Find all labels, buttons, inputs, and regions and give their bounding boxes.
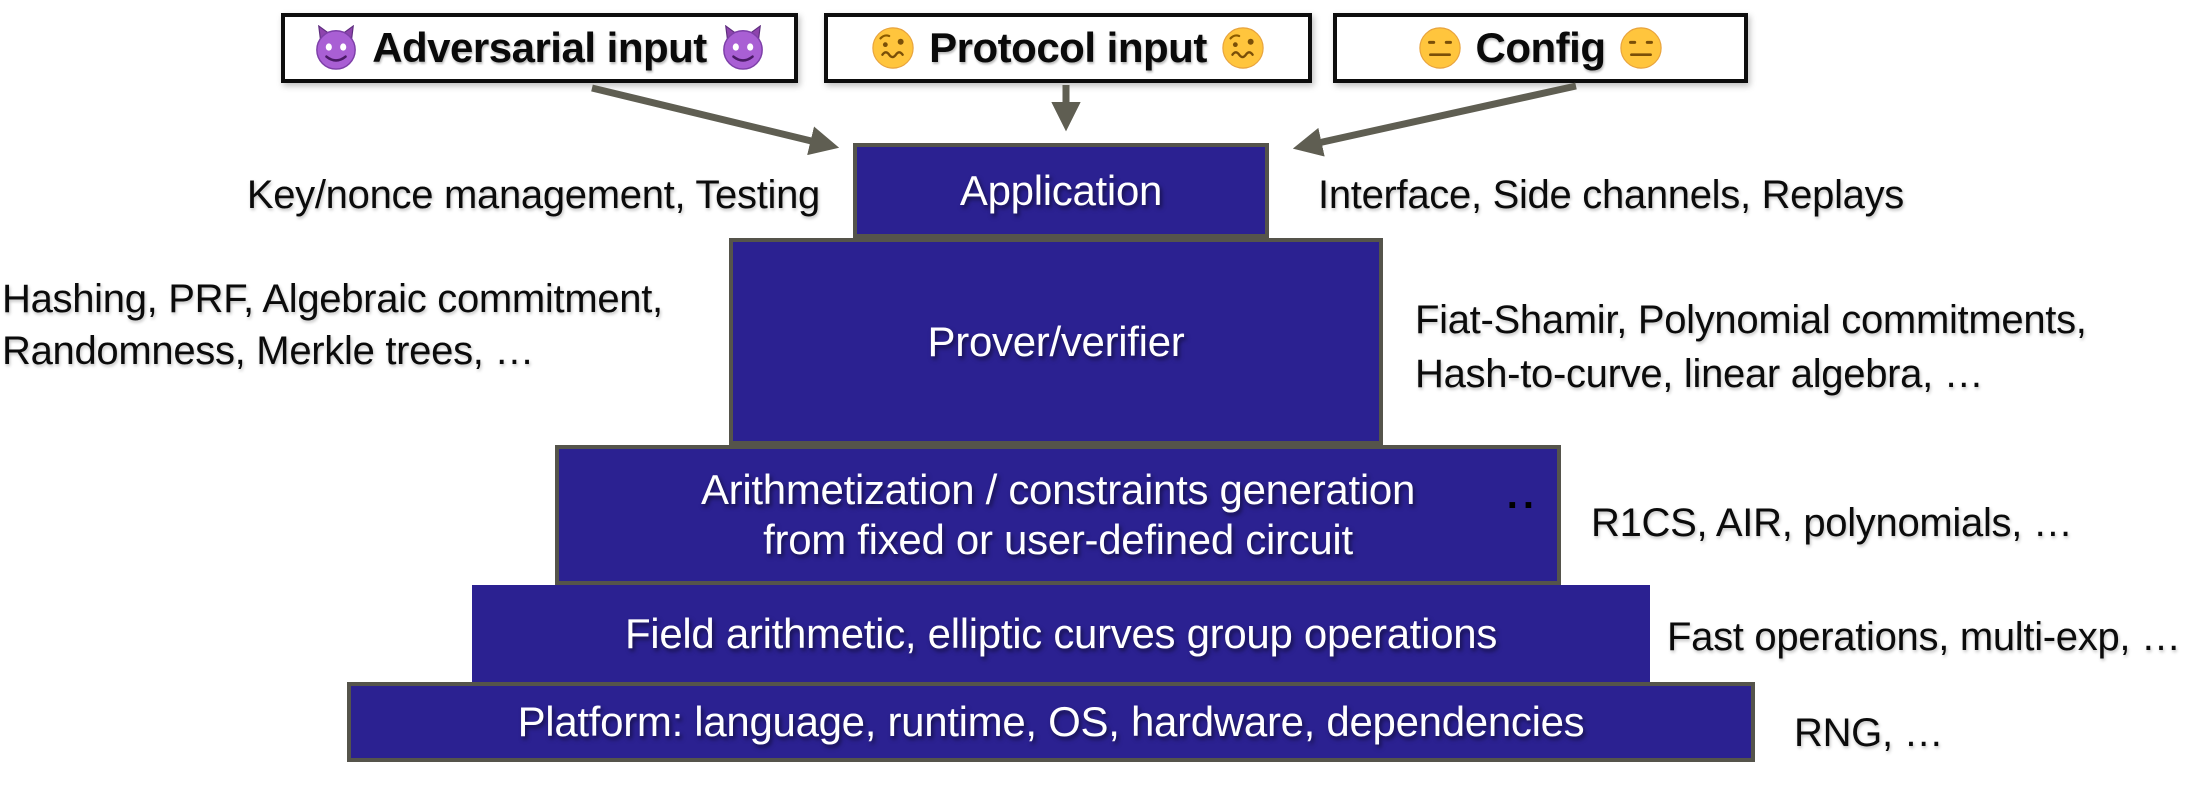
config-input-box: Config	[1333, 13, 1748, 83]
woozy-face-icon	[872, 27, 914, 69]
note-hashing-line1: Hashing, PRF, Algebraic commitment,	[2, 277, 663, 321]
note-fiat-line1: Fiat-Shamir, Polynomial commitments,	[1415, 298, 2087, 342]
protocol-input-box: Protocol input	[824, 13, 1312, 83]
smiling-devil-icon	[316, 25, 357, 70]
config-input-label: Config	[1475, 24, 1606, 71]
field-arithmetic-label: Field arithmetic, elliptic curves group …	[624, 609, 1498, 657]
platform-label: Platform: language, runtime, OS, hardwar…	[517, 698, 1585, 746]
note-fiat-line2: Hash-to-curve, linear algebra, …	[1415, 352, 1984, 396]
neutral-face-icon	[1620, 27, 1663, 69]
layer-application: Application	[853, 143, 1269, 238]
note-rng: RNG, …	[1794, 711, 1944, 755]
prover-verifier-label: Prover/verifier	[927, 317, 1185, 365]
note-fast-operations: Fast operations, multi-exp, …	[1667, 615, 2181, 659]
protocol-input-label: Protocol input	[929, 24, 1207, 71]
application-label: Application	[959, 166, 1163, 214]
layer-field-arithmetic: Field arithmetic, elliptic curves group …	[472, 585, 1650, 682]
arithmetization-label-line2: from fixed or user-defined circuit	[763, 516, 1353, 563]
adversarial-input-label: Adversarial input	[372, 24, 707, 71]
adversarial-arrow	[591, 84, 840, 156]
layer-platform: Platform: language, runtime, OS, hardwar…	[347, 682, 1755, 762]
arithmetization-label-line1: Arithmetization / constraints generation	[700, 466, 1416, 514]
smiling-devil-icon	[722, 25, 763, 70]
note-r1cs-air: R1CS, AIR, polynomials, …	[1591, 501, 2073, 545]
note-hashing-line2: Randomness, Merkle trees, …	[2, 329, 535, 373]
layer-prover-verifier: Prover/verifier	[729, 238, 1383, 445]
note-fiat-shamir: Fiat-Shamir, Polynomial commitments, Has…	[1415, 293, 2087, 401]
adversarial-input-box: Adversarial input	[281, 13, 798, 83]
config-arrow	[1292, 82, 1577, 157]
note-key-nonce-management: Key/nonce management, Testing	[246, 173, 820, 217]
woozy-face-icon	[1222, 27, 1264, 69]
layer-arithmetization: Arithmetization / constraints generation…	[555, 445, 1561, 585]
neutral-face-icon	[1418, 27, 1461, 69]
note-hashing-prf: Hashing, PRF, Algebraic commitment, Rand…	[2, 273, 663, 377]
arithmetization-mark: ..	[1506, 473, 1539, 517]
note-interface-side-channels: Interface, Side channels, Replays	[1318, 173, 1904, 217]
